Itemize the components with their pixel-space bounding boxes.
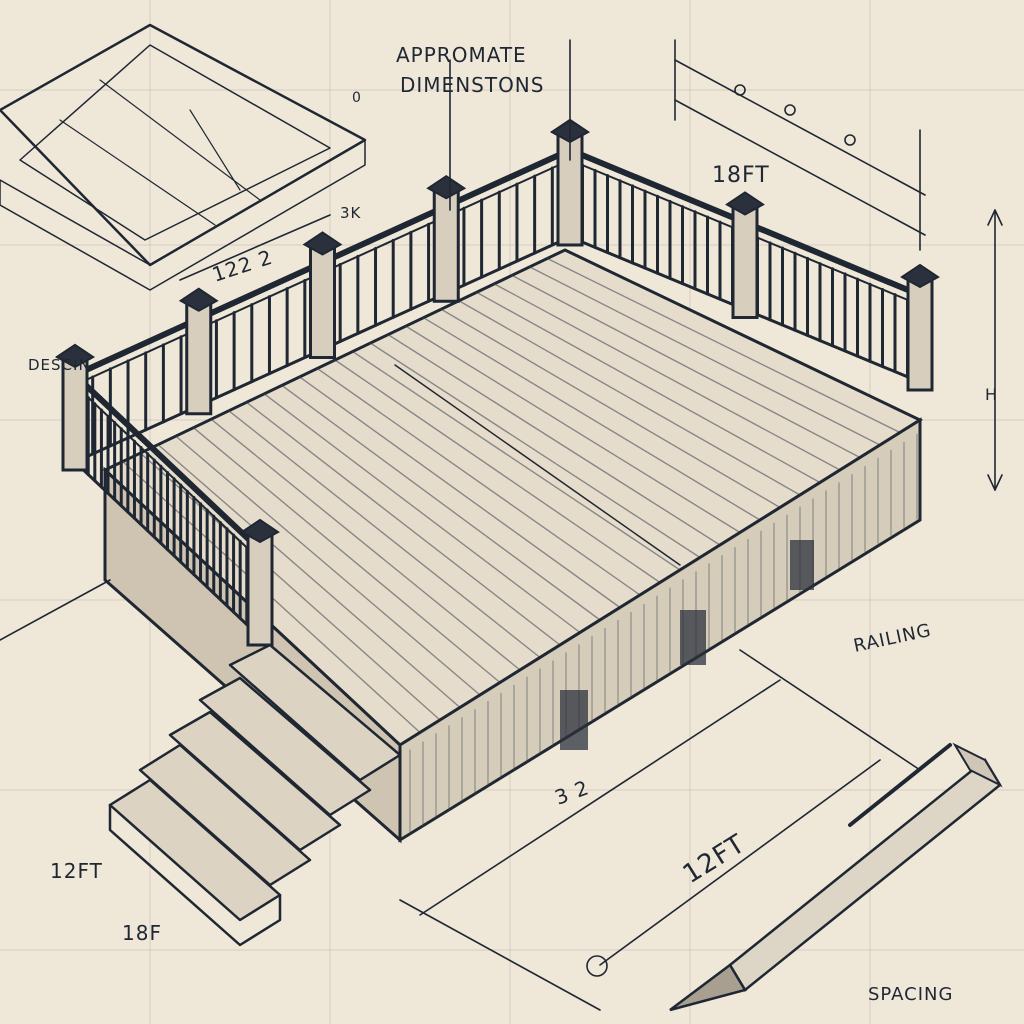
railing <box>55 118 940 647</box>
deck-floor <box>102 248 924 747</box>
small-dimension-label: 3K <box>340 204 362 222</box>
stairs <box>108 643 402 947</box>
dimension-lines <box>0 39 1003 1011</box>
top-width-label: 18FT <box>712 163 770 188</box>
height-label: H <box>985 385 998 404</box>
stairs-depth-label: 18F <box>122 921 162 945</box>
dimensions-header-line1: APPROMATE <box>396 43 527 67</box>
left-dimension-label: 122 2 <box>209 245 276 287</box>
pencil-icon <box>669 742 1003 1012</box>
plan-view <box>0 23 367 291</box>
middle-dimension-label: 3 2 <box>552 775 593 809</box>
zero-mark: 0 <box>352 90 362 106</box>
stairs-dimension-label: 12FT <box>50 859 103 883</box>
railing-label: RAILING <box>852 620 934 657</box>
dimensions-header-line2: DIMENSTONS <box>400 73 544 97</box>
design-label: DESCIN <box>28 356 91 374</box>
spacing-label: SPACING <box>868 984 953 1005</box>
